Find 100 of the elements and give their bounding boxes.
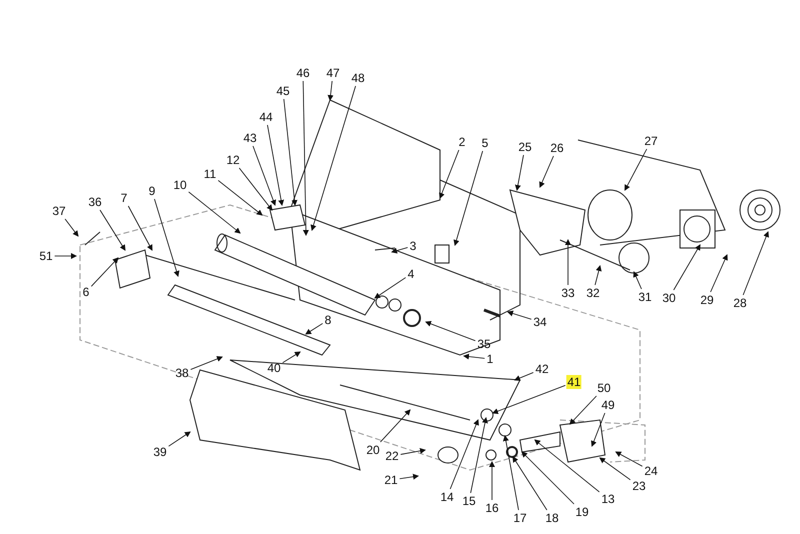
callout-number: 26: [549, 141, 565, 155]
callout-number: 2: [458, 135, 466, 149]
leader-line: [310, 86, 356, 231]
leader-line: [534, 439, 600, 492]
leader-line: [267, 124, 284, 206]
callout-number: 19: [574, 505, 590, 519]
leader-line: [400, 448, 426, 455]
callout-number: 49: [600, 398, 616, 412]
leader-line: [565, 239, 571, 286]
leader-line: [454, 150, 484, 246]
leader-line: [54, 253, 77, 259]
leader-line: [374, 277, 406, 299]
leader-line: [450, 419, 479, 490]
callout-number: 4: [406, 267, 416, 281]
leader-line: [391, 247, 408, 254]
callout-number: 23: [631, 479, 647, 493]
leader-line: [302, 80, 309, 236]
leader-line: [218, 180, 263, 216]
leader-line: [470, 417, 488, 494]
leader-line: [502, 435, 519, 510]
leader-line: [100, 210, 126, 251]
leader-line: [633, 271, 642, 290]
callout-number: 40: [266, 361, 282, 375]
leader-line: [399, 474, 419, 480]
leader-line: [594, 265, 602, 286]
callout-number: 28: [732, 296, 748, 310]
leader-line: [492, 384, 566, 414]
leader-line: [439, 150, 460, 199]
leader-line: [282, 351, 301, 364]
callout-number: 11: [202, 167, 218, 181]
callout-number: 27: [643, 134, 659, 148]
leader-line: [710, 254, 728, 292]
leader-line: [190, 356, 223, 370]
callout-number: 43: [242, 131, 258, 145]
callout-number: 18: [544, 511, 560, 525]
callout-number: 9: [148, 184, 156, 198]
leader-line: [188, 192, 241, 234]
leader-line: [521, 451, 574, 504]
leader-line: [64, 218, 79, 237]
callout-number: 25: [517, 140, 533, 154]
leader-line: [128, 206, 152, 251]
callout-number: 20: [365, 443, 381, 457]
leader-line: [238, 168, 273, 211]
leader-line: [599, 457, 631, 480]
callout-number: 14: [439, 490, 455, 504]
callout-number: 41: [566, 375, 582, 389]
callout-number: 46: [295, 66, 311, 80]
callout-number: 30: [661, 291, 677, 305]
callout-number: 10: [172, 178, 188, 192]
callout-number: 17: [512, 511, 528, 525]
callout-number: 50: [596, 381, 612, 395]
leader-line: [489, 461, 495, 500]
callout-number: 47: [325, 66, 341, 80]
leader-line: [673, 244, 700, 290]
callout-number: 1: [486, 352, 494, 366]
callout-number: 44: [258, 110, 274, 124]
callout-number: 3: [408, 239, 418, 253]
leader-line: [305, 323, 324, 335]
leader-line: [569, 396, 597, 425]
leader-line: [512, 456, 548, 510]
callout-number: 51: [38, 249, 54, 263]
callout-number: 8: [324, 313, 332, 327]
callout-number: 7: [120, 191, 128, 205]
leader-line: [615, 452, 643, 467]
callout-number: 24: [643, 464, 659, 478]
leader-line: [514, 154, 524, 191]
leader-line: [90, 257, 119, 287]
leader-line: [283, 98, 298, 206]
leader-line: [624, 148, 648, 191]
callout-number: 32: [585, 286, 601, 300]
leader-line: [328, 80, 334, 101]
leader-line: [168, 431, 191, 447]
callout-number: 29: [699, 293, 715, 307]
leader-line: [514, 372, 534, 381]
callout-number: 16: [484, 501, 500, 515]
leader-line: [591, 412, 606, 447]
callout-number: 13: [600, 492, 616, 506]
callout-number: 45: [275, 84, 291, 98]
callout-number: 15: [461, 494, 477, 508]
callout-number: 21: [383, 473, 399, 487]
leader-line: [154, 198, 180, 277]
callout-number: 22: [384, 449, 400, 463]
leader-line: [463, 354, 486, 360]
leader-line: [507, 310, 532, 320]
leader-line: [425, 320, 476, 342]
callout-number: 38: [174, 366, 190, 380]
leader-line: [742, 231, 769, 296]
callout-number: 5: [480, 136, 490, 150]
callout-number: 36: [87, 195, 103, 209]
callout-number: 31: [637, 290, 653, 304]
leader-line: [252, 146, 276, 206]
callout-number: 34: [532, 315, 548, 329]
leader-line: [380, 409, 411, 442]
callout-number: 42: [534, 362, 550, 376]
leader-line: [539, 156, 554, 188]
callout-number: 39: [152, 445, 168, 459]
callout-number: 48: [350, 71, 366, 85]
callout-number: 12: [225, 153, 241, 167]
callout-number: 37: [51, 204, 67, 218]
callout-number: 6: [82, 285, 90, 299]
